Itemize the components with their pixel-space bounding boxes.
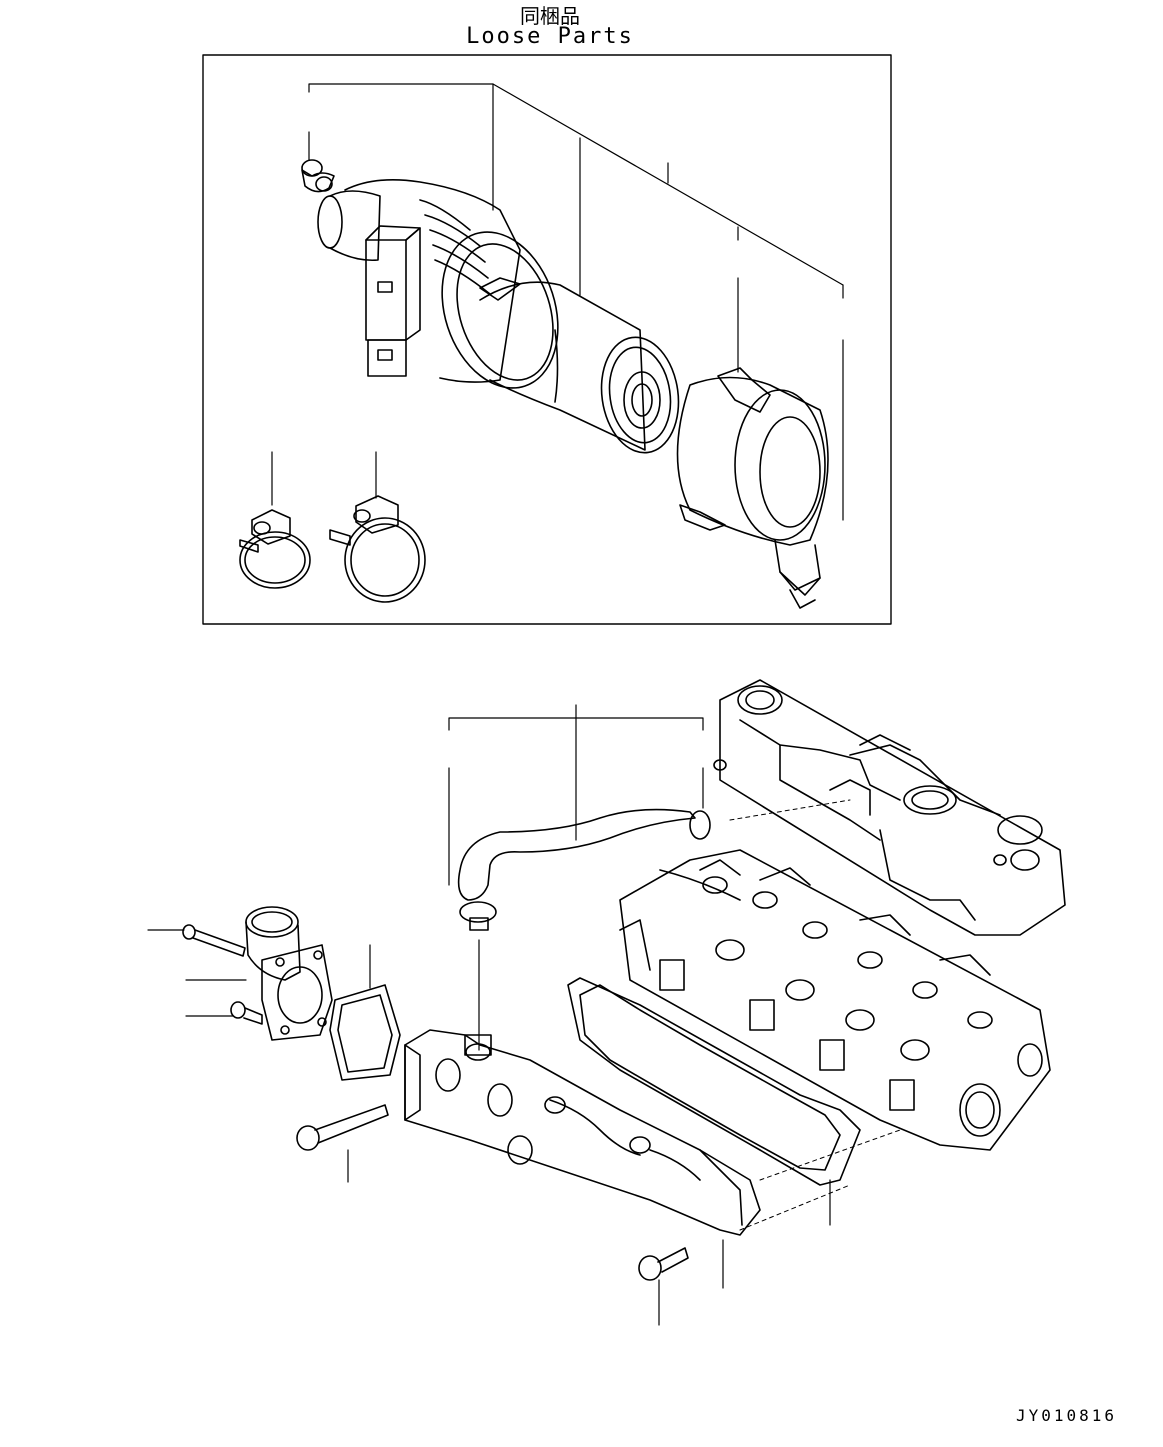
short-bolt [638, 1247, 689, 1326]
loose-parts-frame [202, 54, 892, 625]
long-bolt [296, 1104, 389, 1183]
loose-parts-leader-lines [271, 83, 844, 521]
bolt-upper-left [147, 924, 246, 957]
hose-leader-lines [448, 704, 704, 1051]
intake-manifold [404, 1029, 761, 1289]
head-cover [713, 679, 1066, 936]
small-clamp [459, 901, 497, 931]
bolt-lower-left [185, 1001, 263, 1025]
cylinder-head [619, 849, 1051, 1151]
air-cleaner-body [317, 178, 559, 389]
connector-gasket [329, 944, 401, 1081]
drawing-id: JY010816 [1015, 1406, 1117, 1425]
primary-element [479, 277, 680, 454]
intake-connector [245, 906, 333, 1041]
air-cleaner-cover [676, 367, 829, 609]
loose-parts-title-en: Loose Parts [466, 24, 634, 49]
manifold-gasket [567, 977, 861, 1226]
hose-clamp-left [239, 509, 311, 589]
loose-parts-title-jp: 同梱品 [520, 4, 580, 28]
breather-hose [457, 808, 711, 901]
hose-clamp-right [329, 495, 426, 603]
evacuator-valve [301, 159, 335, 193]
assembly-dashed-lines [729, 799, 901, 1231]
